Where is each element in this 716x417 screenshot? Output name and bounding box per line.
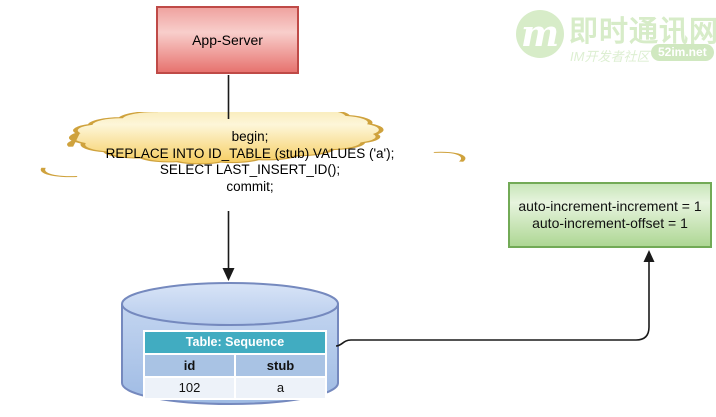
app-server-label: App-Server xyxy=(192,32,263,48)
cloud-shape xyxy=(40,112,466,178)
app-server-node: App-Server xyxy=(156,6,299,74)
table-cell-id: 102 xyxy=(145,378,234,398)
watermark-logo: m 即时通讯网 IM开发者社区 52im.net xyxy=(512,8,716,64)
sql-line: REPLACE INTO ID_TABLE (stub) VALUES ('a'… xyxy=(105,145,395,161)
sequence-table: Table: Sequence id stub 102 a xyxy=(143,330,327,400)
sql-line: begin; xyxy=(231,129,269,144)
sql-line: SELECT LAST_INSERT_ID(); xyxy=(159,162,341,177)
watermark-m-letter: m xyxy=(520,13,560,55)
column-header-stub: stub xyxy=(236,355,325,376)
watermark-domain-badge: 52im.net xyxy=(651,44,714,61)
config-line: auto-increment-increment = 1 xyxy=(518,198,702,214)
table-cell-stub: a xyxy=(236,378,325,398)
arrow-cloud-to-database-head xyxy=(222,268,235,281)
watermark-m-icon: m xyxy=(516,10,564,58)
watermark-site-name: 即时通讯网 xyxy=(569,16,716,48)
sql-cloud-node: begin; REPLACE INTO ID_TABLE (stub) VALU… xyxy=(30,112,482,216)
column-header-id: id xyxy=(145,355,234,376)
sql-line: commit; xyxy=(226,178,274,194)
arrow-database-to-note-head xyxy=(643,250,655,262)
sequence-table-title: Table: Sequence xyxy=(145,332,325,353)
sql-statement-text: begin; REPLACE INTO ID_TABLE (stub) VALU… xyxy=(30,129,470,195)
config-note: auto-increment-increment = 1 auto-increm… xyxy=(508,182,712,248)
arrow-database-to-note-line xyxy=(335,262,650,347)
watermark-community: IM开发者社区 xyxy=(570,49,650,64)
config-line: auto-increment-offset = 1 xyxy=(532,215,688,231)
